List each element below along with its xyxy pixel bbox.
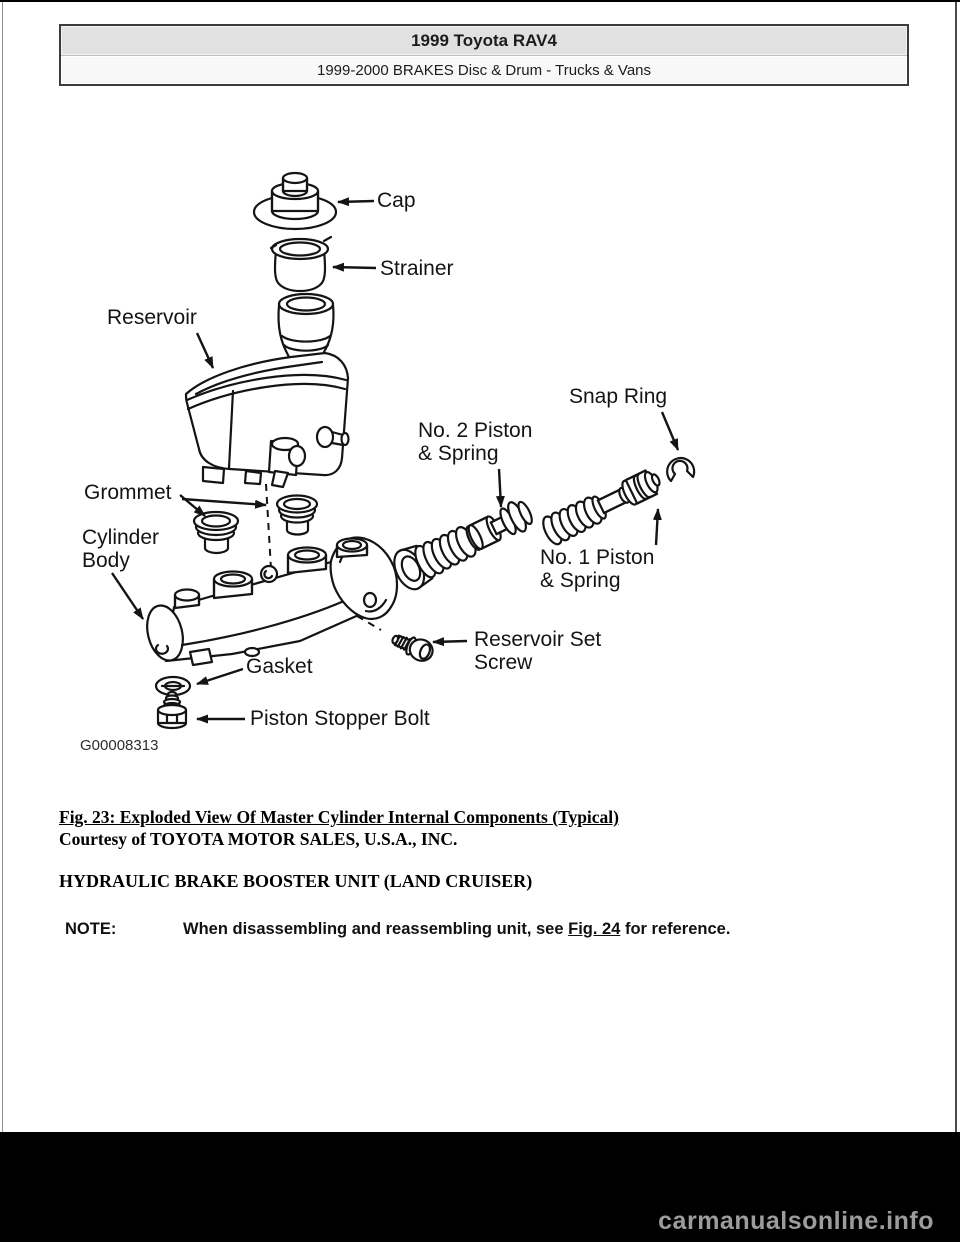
reservoir-label: Reservoir bbox=[107, 306, 197, 329]
cap-label: Cap bbox=[377, 189, 416, 212]
no2-piston-label-line2: & Spring bbox=[418, 442, 499, 465]
cylinder-body-drawing bbox=[146, 536, 399, 667]
figure-caption: Fig. 23: Exploded View Of Master Cylinde… bbox=[59, 806, 619, 850]
page-top-border bbox=[0, 0, 960, 2]
page-right-border bbox=[955, 2, 957, 1132]
cylinder-body-label: Cylinder Body bbox=[82, 526, 159, 572]
note-text: When disassembling and reassembling unit… bbox=[183, 920, 730, 939]
page-left-border bbox=[2, 2, 3, 1132]
reservoir-drawing bbox=[184, 292, 350, 489]
reservoir-set-screw-drawing bbox=[391, 634, 434, 662]
piston-stopper-bolt-label: Piston Stopper Bolt bbox=[250, 707, 430, 730]
watermark-text: carmanualsonline.info bbox=[658, 1207, 934, 1235]
no1-piston-label-line2: & Spring bbox=[540, 569, 621, 592]
no1-piston-label-line1: No. 1 Piston bbox=[540, 546, 655, 569]
gasket-drawing bbox=[154, 675, 192, 697]
figure-code: G00008313 bbox=[80, 737, 159, 754]
no1-piston-label: No. 1 Piston & Spring bbox=[540, 546, 654, 592]
note-text-after: for reference. bbox=[620, 920, 731, 938]
snap-ring-label: Snap Ring bbox=[569, 385, 668, 408]
section-heading: HYDRAULIC BRAKE BOOSTER UNIT (LAND CRUIS… bbox=[59, 871, 533, 891]
cap-drawing bbox=[252, 171, 338, 231]
strainer-drawing bbox=[269, 235, 333, 293]
note-text-before: When disassembling and reassembling unit… bbox=[183, 920, 569, 938]
reservoir-set-screw-label-line1: Reservoir Set bbox=[474, 628, 602, 651]
no2-piston-label: No. 2 Piston & Spring bbox=[418, 419, 532, 465]
dashed-assembly-lines bbox=[265, 483, 382, 631]
note: NOTE: When disassembling and reassemblin… bbox=[65, 920, 730, 939]
cylinder-body-label-line2: Body bbox=[82, 549, 130, 572]
page-title: 1999 Toyota RAV4 bbox=[61, 26, 907, 56]
no1-piston-spring-drawing bbox=[542, 469, 661, 546]
watermark-bar: carmanualsonline.info bbox=[0, 1132, 960, 1242]
grommet-1-drawing bbox=[192, 510, 240, 555]
header-table: 1999 Toyota RAV4 1999-2000 BRAKES Disc &… bbox=[59, 24, 909, 86]
reservoir-set-screw-label: Reservoir Set Screw bbox=[474, 628, 601, 674]
no2-piston-label-line1: No. 2 Piston bbox=[418, 419, 533, 442]
cylinder-body-label-line1: Cylinder bbox=[82, 526, 160, 549]
grommet-label: Grommet bbox=[84, 481, 172, 504]
page-subtitle: 1999-2000 BRAKES Disc & Drum - Trucks & … bbox=[61, 56, 907, 84]
strainer-label: Strainer bbox=[380, 257, 454, 280]
figure-caption-credit: Courtesy of TOYOTA MOTOR SALES, U.S.A., … bbox=[59, 829, 458, 849]
grommet-2-drawing bbox=[275, 494, 319, 536]
fig-24-link[interactable]: Fig. 24 bbox=[568, 920, 621, 938]
snap-ring-drawing bbox=[666, 456, 696, 483]
piston-stopper-bolt-drawing bbox=[156, 690, 188, 730]
figure-caption-title: Fig. 23: Exploded View Of Master Cylinde… bbox=[59, 807, 619, 827]
leader-arrows bbox=[111, 197, 680, 724]
reservoir-set-screw-label-line2: Screw bbox=[474, 651, 533, 674]
no2-piston-spring-drawing bbox=[393, 500, 533, 591]
note-label: NOTE: bbox=[65, 920, 117, 938]
gasket-label: Gasket bbox=[246, 655, 313, 678]
